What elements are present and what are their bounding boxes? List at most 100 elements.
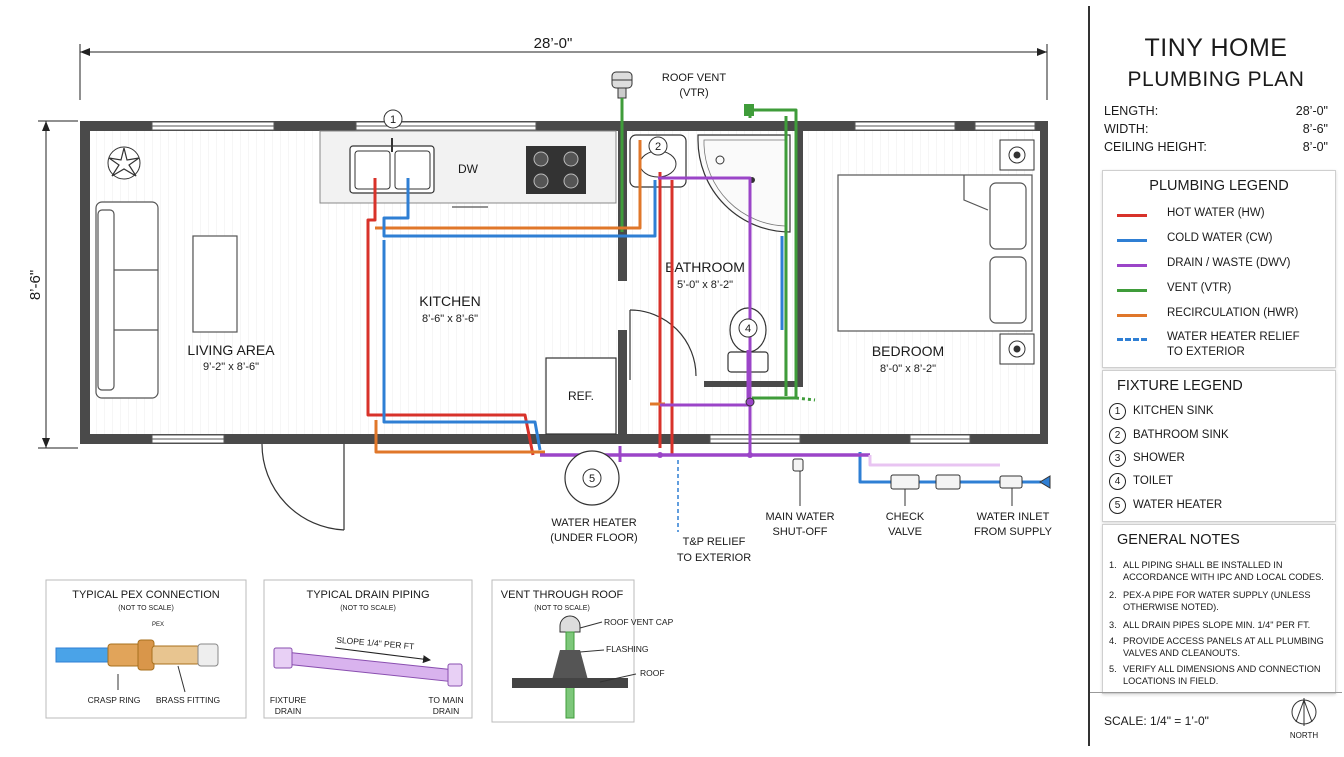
pex-detail-title: TYPICAL PEX CONNECTION xyxy=(72,589,220,601)
fixture-label: WATER HEATER xyxy=(1133,499,1223,511)
legend-swatch xyxy=(1117,264,1147,267)
overall-width-dimension: 28’-0" xyxy=(79,35,1048,100)
fixture-tag-5-text: 5 xyxy=(589,473,595,485)
cold-water-pipe xyxy=(382,178,657,238)
fixture-tag-2: 2 xyxy=(655,141,661,153)
vent-detail-title: VENT THROUGH ROOF xyxy=(501,589,624,601)
flashing-label: FLASHING xyxy=(606,644,649,654)
note-text: ALL PIPING SHALL BE INSTALLED IN ACCORDA… xyxy=(1123,560,1324,582)
shutoff-valve-icon xyxy=(792,458,804,472)
dim-label: LENGTH: xyxy=(1104,104,1159,118)
drain-label-left-1: FIXTURE xyxy=(270,695,307,705)
dim-value: 8’-6" xyxy=(1302,122,1328,136)
overall-depth-dimension: 8’-6" xyxy=(27,120,78,449)
water-heater-label-2: (UNDER FLOOR) xyxy=(550,532,637,544)
legend-label: HOT WATER (HW) xyxy=(1167,207,1265,219)
check-valve-label-1: CHECK xyxy=(886,511,925,523)
legend-label-2: TO EXTERIOR xyxy=(1167,346,1245,358)
kitchen-sink-icon xyxy=(349,138,435,194)
fixture-label: SHOWER xyxy=(1133,452,1185,464)
refrigerator-label: REF. xyxy=(568,389,594,403)
drain-label-left-2: DRAIN xyxy=(275,706,301,716)
legend-label: RECIRCULATION (HWR) xyxy=(1167,307,1299,319)
note-text: PEX-A PIPE FOR WATER SUPPLY (UNLESS OTHE… xyxy=(1123,590,1311,612)
legend-swatch xyxy=(1117,314,1147,317)
fixture-number-icon: 5 xyxy=(1109,497,1126,514)
fixture-number-icon: 4 xyxy=(1109,473,1126,490)
cold-water-pipe xyxy=(382,240,542,451)
detail-drain-piping: TYPICAL DRAIN PIPING (NOT TO SCALE) SLOP… xyxy=(263,579,473,719)
scale-divider xyxy=(1090,692,1342,693)
main-line-valves xyxy=(792,458,1051,490)
nightstand-lamp-icon xyxy=(999,139,1035,365)
floor-plan-drawing: 28’-0" 8’-6" xyxy=(27,35,1053,723)
title-line-2: PLUMBING PLAN xyxy=(1127,68,1305,91)
detail-pex-connection: TYPICAL PEX CONNECTION (NOT TO SCALE) PE… xyxy=(45,579,247,719)
windows xyxy=(151,121,1036,444)
entry-door xyxy=(261,443,345,531)
pex-detail-subtitle: (NOT TO SCALE) xyxy=(118,605,174,612)
fixture-label: TOILET xyxy=(1133,475,1174,487)
bedroom-furniture: BEDROOM 8’-0" x 8’-2" xyxy=(837,139,1035,375)
tp-relief-label-1: T&P RELIEF xyxy=(683,536,746,548)
north-label: NORTH xyxy=(1290,731,1319,740)
dishwasher-label: DW xyxy=(458,162,479,176)
pex-tiny-label: PEX xyxy=(152,622,164,628)
note-number: 4. xyxy=(1109,636,1117,646)
water-heater-icon: 5 xyxy=(564,450,620,506)
roof-label: ROOF xyxy=(640,668,665,678)
shutoff-label-1: MAIN WATER xyxy=(765,511,834,523)
note-text: PROVIDE ACCESS PANELS AT ALL PLUMBING VA… xyxy=(1123,636,1324,658)
kitchen-fixtures: DW REF. KITCHEN 8’-6" x 8’-6" xyxy=(319,130,617,435)
vent-cap-label: ROOF VENT CAP xyxy=(604,617,674,627)
callouts: WATER HEATER (UNDER FLOOR) T&P RELIEF TO… xyxy=(550,471,1053,564)
fixture-tag-1: 1 xyxy=(390,114,396,126)
legend-swatch xyxy=(1117,214,1147,217)
recirculation-pipe xyxy=(375,140,642,230)
room-name-kitchen: KITCHEN xyxy=(419,293,480,309)
living-room-furniture: LIVING AREA 9’-2" x 8’-6" xyxy=(95,146,275,399)
room-name-living: LIVING AREA xyxy=(187,342,275,358)
dim-value: 8’-0" xyxy=(1302,140,1328,154)
fixture-tags: 1 2 4 xyxy=(383,109,758,338)
legend-label: COLD WATER (CW) xyxy=(1167,232,1273,244)
fixture-number-icon: 1 xyxy=(1109,403,1126,420)
water-inlet-label-1: WATER INLET xyxy=(977,511,1050,523)
general-notes-title: GENERAL NOTES xyxy=(1117,532,1240,548)
title-block: TINY HOME PLUMBING PLAN LENGTH:28’-0" WI… xyxy=(1088,6,1342,746)
drain-detail-subtitle: (NOT TO SCALE) xyxy=(340,605,396,612)
dims-row-length: LENGTH: 28’-0" xyxy=(1104,104,1328,118)
plant-icon xyxy=(107,146,141,180)
bathroom-fixtures: BATHROOM 5’-0" x 8’-2" xyxy=(629,134,791,380)
drain-waste-pipe xyxy=(658,176,752,455)
dim-label: WIDTH: xyxy=(1104,122,1149,136)
legend-label: VENT (VTR) xyxy=(1167,282,1232,294)
check-valve-icon xyxy=(890,474,920,490)
cooktop-icon xyxy=(526,146,586,194)
refrigerator xyxy=(545,357,617,435)
fixture-number-icon: 2 xyxy=(1109,427,1126,444)
overall-depth-label: 8’-6" xyxy=(27,270,44,300)
note-text: ALL DRAIN PIPES SLOPE MIN. 1/4" PER FT. xyxy=(1123,620,1311,630)
shutoff-label-2: SHUT-OFF xyxy=(773,526,828,538)
fixture-label: BATHROOM SINK xyxy=(1133,429,1229,441)
dim-label: CEILING HEIGHT: xyxy=(1104,140,1207,154)
coffee-table xyxy=(192,235,238,333)
note-number: 1. xyxy=(1109,560,1117,570)
fixture-legend-title: FIXTURE LEGEND xyxy=(1117,378,1243,394)
legend-label: DRAIN / WASTE (DWV) xyxy=(1167,257,1291,269)
scale-label: SCALE: 1/4" = 1’-0" xyxy=(1104,714,1209,728)
note-number: 2. xyxy=(1109,590,1117,600)
dims-row-ceiling: CEILING HEIGHT: 8’-0" xyxy=(1104,140,1328,154)
legend-swatch xyxy=(1117,338,1147,341)
fixture-label: KITCHEN SINK xyxy=(1133,405,1214,417)
dim-value: 28’-0" xyxy=(1295,104,1328,118)
pex-label-right: BRASS FITTING xyxy=(156,695,220,705)
drain-label-right-2: DRAIN xyxy=(433,706,459,716)
room-name-bathroom: BATHROOM xyxy=(665,259,745,275)
bed-icon xyxy=(837,174,1033,332)
sofa-icon xyxy=(95,201,159,399)
room-size-bathroom: 5’-0" x 8’-2" xyxy=(677,279,733,291)
room-name-bedroom: BEDROOM xyxy=(872,343,944,359)
note-number: 3. xyxy=(1109,620,1117,630)
